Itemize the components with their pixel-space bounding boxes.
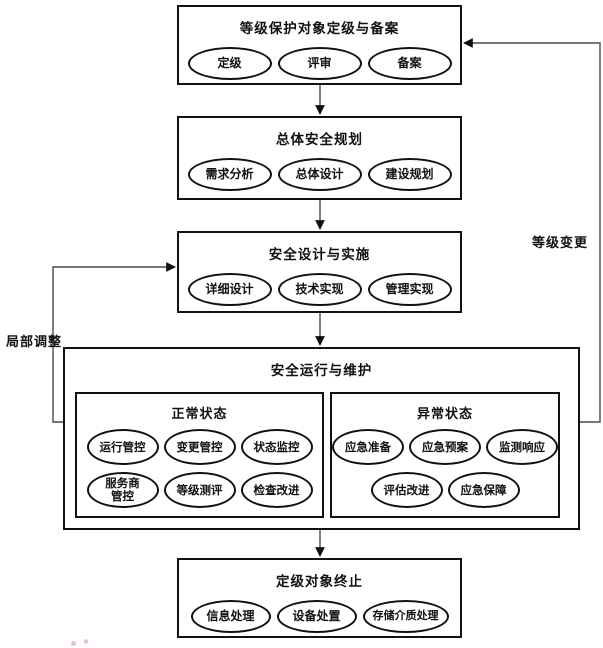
group-title: 异常状态	[416, 407, 473, 422]
ellipse-equipment-disposal: 设备处置	[276, 600, 357, 633]
ellipse-technical-implementation: 技术实现	[277, 273, 362, 306]
ellipse-grade-evaluation: 等级测评	[163, 472, 236, 508]
ellipse-service-provider-control: 服务商管控	[86, 472, 159, 508]
ellipse-review: 评审	[277, 47, 362, 80]
watermark-dot	[84, 639, 88, 644]
ellipse-assessment-improvement: 评估改进	[370, 472, 443, 508]
group-box-abnormal-state: 异常状态 应急准备 应急预案 监测响应 评估改进 应急保障	[330, 392, 560, 518]
ellipse-requirement-analysis: 需求分析	[187, 158, 272, 191]
ellipse-monitoring-response: 监测响应	[486, 429, 558, 465]
ellipse-change-control: 变更管控	[163, 429, 236, 465]
ellipse-overall-design: 总体设计	[277, 158, 362, 191]
ellipse-row: 应急准备 应急预案 监测响应	[332, 429, 558, 465]
ellipse-row: 详细设计 技术实现 管理实现	[187, 273, 452, 306]
stage-box-grading-filing: 等级保护对象定级与备案 定级 评审 备案	[177, 5, 462, 85]
group-title: 正常状态	[171, 407, 228, 422]
ellipse-row: 需求分析 总体设计 建设规划	[187, 158, 452, 191]
stage-title: 总体安全规划	[276, 132, 363, 148]
ellipse-storage-media-processing: 存储介质处理	[362, 600, 449, 633]
ellipse-filing: 备案	[367, 47, 452, 80]
ellipse-inspection-improvement: 检查改进	[240, 472, 313, 508]
ellipse-detailed-design: 详细设计	[187, 273, 272, 306]
stage-title: 定级对象终止	[276, 574, 363, 590]
stage-box-design-implementation: 安全设计与实施 详细设计 技术实现 管理实现	[177, 231, 462, 313]
ellipse-emergency-preparation: 应急准备	[332, 429, 404, 465]
partial-adjustment-label: 局部调整	[6, 335, 63, 350]
ellipse-grading: 定级	[187, 47, 272, 80]
ellipse-emergency-support: 应急保障	[447, 472, 520, 508]
ellipse-row: 服务商管控 等级测评 检查改进	[86, 472, 313, 508]
stage-box-object-termination: 定级对象终止 信息处理 设备处置 存储介质处理	[177, 558, 462, 638]
ellipse-construction-planning: 建设规划	[367, 158, 452, 191]
ellipse-emergency-plan: 应急预案	[409, 429, 481, 465]
stage-title: 安全运行与维护	[270, 363, 373, 379]
grade-change-label: 等级变更	[532, 236, 589, 251]
stage-title: 等级保护对象定级与备案	[239, 21, 400, 37]
ellipse-row: 信息处理 设备处置 存储介质处理	[190, 600, 449, 633]
stage-title: 安全设计与实施	[268, 247, 371, 263]
ellipse-row: 评估改进 应急保障	[370, 472, 520, 508]
ellipse-information-processing: 信息处理	[190, 600, 271, 633]
ellipse-row: 定级 评审 备案	[187, 47, 452, 80]
ellipse-row: 运行管控 变更管控 状态监控	[86, 429, 313, 465]
stage-box-operation-maintenance: 安全运行与维护 正常状态 运行管控 变更管控 状态监控 服务商管控 等级测评 检…	[63, 347, 580, 530]
stage-box-overall-planning: 总体安全规划 需求分析 总体设计 建设规划	[177, 116, 462, 200]
ellipse-operation-control: 运行管控	[86, 429, 159, 465]
ellipse-management-implementation: 管理实现	[367, 273, 452, 306]
group-box-normal-state: 正常状态 运行管控 变更管控 状态监控 服务商管控 等级测评 检查改进	[75, 392, 324, 518]
ellipse-status-monitoring: 状态监控	[240, 429, 313, 465]
watermark-dot	[71, 641, 76, 646]
